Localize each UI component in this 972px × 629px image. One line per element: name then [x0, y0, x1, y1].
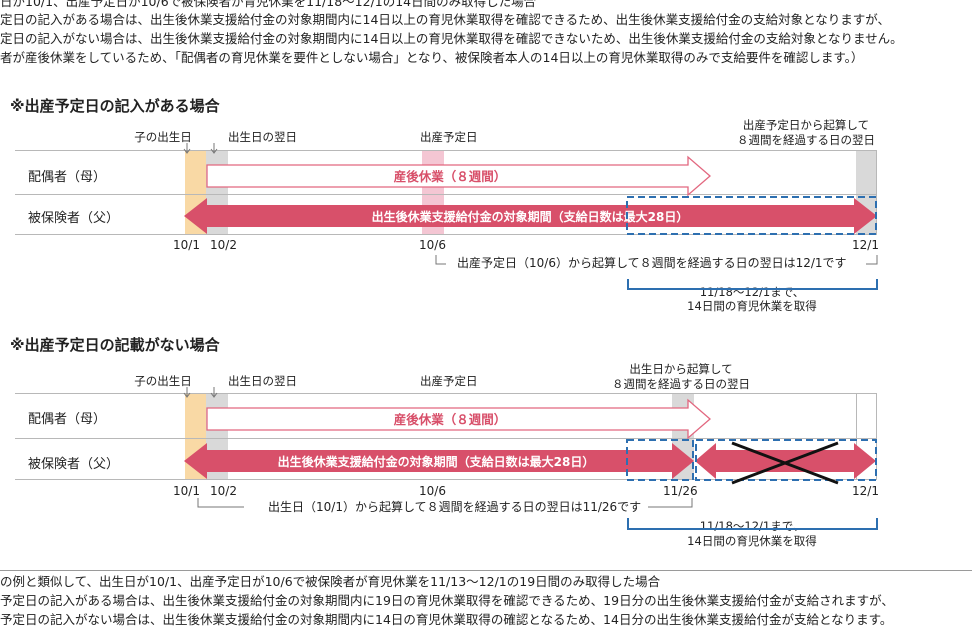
- date-label: 12/1: [852, 238, 879, 252]
- leave-note-line2: 14日間の育児休業を取得: [687, 299, 817, 313]
- date-label: 10/2: [210, 238, 237, 252]
- header-8weeks-line1: 出生日から起算して: [629, 362, 733, 376]
- maternity-leave-label: 産後休業（８週間）: [394, 169, 507, 184]
- header-next-day: 出生日の翌日: [228, 130, 297, 144]
- benefit-period-arrow: [184, 198, 877, 234]
- note-next-day: 出生日（10/1）から起算して８週間を経過する日の翌日は11/26です: [268, 500, 642, 514]
- maternity-leave-label: 産後休業（８週間）: [394, 412, 507, 427]
- note-bracket: [435, 255, 446, 265]
- grid-line: [856, 393, 857, 479]
- row-label-father: 被保険者（父）: [28, 211, 120, 226]
- benefit-period-label: 出生後休業支援給付金の対象期間（支給日数は最大28日）: [278, 454, 595, 469]
- note-bracket: [197, 498, 244, 508]
- diagram2-title: ※出産予定日の記載がない場合: [10, 336, 220, 354]
- intro-line-1: 日が10/1、出産予定日が10/6で被保険者が育児休業を11/18～12/1の1…: [0, 0, 537, 9]
- excluded-period-arrow: [695, 443, 876, 479]
- row-label-mother: 配偶者（母）: [28, 412, 107, 427]
- leave-taken-box: [626, 196, 877, 235]
- grid-line: [15, 438, 877, 439]
- leave-note-line2: 14日間の育児休業を取得: [687, 534, 817, 548]
- leave-taken-box: [626, 439, 694, 481]
- grid-line: [15, 393, 877, 394]
- date-label: 10/1: [173, 238, 200, 252]
- note-bracket: [648, 498, 693, 508]
- note-next-day: 出産予定日（10/6）から起算して８週間を経過する日の翌日は12/1です: [457, 256, 847, 270]
- header-due-date: 出産予定日: [420, 374, 478, 388]
- row-label-mother: 配偶者（母）: [28, 170, 107, 185]
- intro-line-4: 者が産後休業をしているため、「配偶者の育児休業を要件としない場合」となり、被保険…: [0, 50, 864, 65]
- intro-line-2: 定日の記入がある場合は、出生後休業支援給付金の対象期間内に14日以上の育児休業取…: [0, 12, 891, 27]
- footer-line-2: 予定日の記入がある場合は、出生後休業支援給付金の対象期間内に19日の育児休業取得…: [0, 593, 894, 608]
- date-label: 11/26: [663, 484, 698, 498]
- grid-line: [15, 234, 877, 235]
- row-label-father: 被保険者（父）: [28, 457, 120, 472]
- footer-line-3: 予定日の記入がない場合は、出生後休業支援給付金の対象期間内に14日の育児休業取得…: [0, 612, 893, 627]
- header-next-day: 出生日の翌日: [228, 374, 297, 388]
- header-8weeks-line2: ８週間を経過する日の翌日: [612, 377, 750, 391]
- date-label: 10/6: [419, 238, 446, 252]
- benefit-period-arrow: [184, 443, 694, 479]
- date-label: 12/1: [852, 484, 879, 498]
- header-birth-date: 子の出生日: [134, 374, 192, 388]
- date-label: 10/1: [173, 484, 200, 498]
- footer-line-1: の例と類似して、出生日が10/1、出産予定日が10/6で被保険者が育児休業を11…: [0, 574, 661, 589]
- grid-line: [15, 150, 877, 151]
- leave-taken-box: [695, 439, 877, 481]
- grid-line: [15, 194, 877, 195]
- leave-bracket: [627, 279, 878, 290]
- intro-line-3: 定日の記入がない場合は、出生後休業支援給付金の対象期間内に14日以上の育児休業取…: [0, 31, 903, 46]
- grid-line: [15, 479, 877, 480]
- section-divider: [0, 570, 972, 571]
- benefit-period-label: 出生後休業支援給付金の対象期間（支給日数は最大28日）: [372, 209, 689, 224]
- header-8weeks-line1: 出産予定日から起算して: [742, 118, 870, 132]
- header-due-date: 出産予定日: [420, 130, 478, 144]
- maternity-leave-arrow: [206, 398, 711, 440]
- note-bracket: [866, 255, 878, 265]
- header-birth-date: 子の出生日: [134, 130, 192, 144]
- date-label: 10/6: [419, 484, 446, 498]
- maternity-leave-arrow: [206, 155, 711, 197]
- cross-mark-icon: [731, 441, 839, 485]
- grid-line: [876, 150, 877, 234]
- leave-bracket: [627, 518, 878, 530]
- date-label: 10/2: [210, 484, 237, 498]
- grid-line: [876, 393, 877, 479]
- diagram1-title: ※出産予定日の記入がある場合: [10, 97, 220, 115]
- pointer-arrow-icon: [183, 143, 218, 398]
- header-8weeks-line2: ８週間を経過する日の翌日: [737, 133, 875, 147]
